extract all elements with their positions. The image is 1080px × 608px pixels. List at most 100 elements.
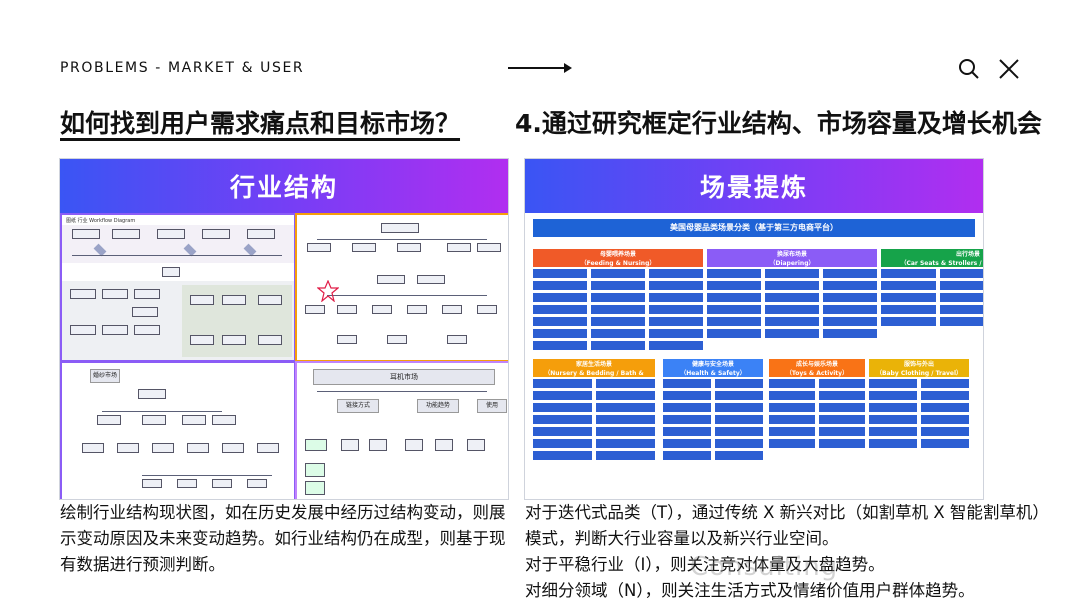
branch-connection: 链接方式 — [337, 399, 379, 413]
scenario-cell — [596, 427, 655, 436]
category-en: （Feeding & Nursing） — [580, 260, 656, 267]
scenario-map: 美国母婴品类场景分类（基于第三方电商平台） 母婴喂养场景（Feeding & N… — [525, 213, 983, 499]
scenario-cell — [819, 379, 865, 388]
scenario-cell — [881, 293, 937, 302]
category-health: 健康与安全场景（Health & Safety） — [663, 359, 763, 377]
scenario-cell — [533, 403, 592, 412]
scenario-cell — [921, 403, 969, 412]
scenario-cell — [649, 281, 703, 290]
scenario-cell — [663, 415, 711, 424]
category-toys: 成长与娱乐场景 （Toys & Activity） — [769, 359, 865, 377]
scenario-cell — [707, 281, 761, 290]
scenario-cell — [663, 451, 711, 460]
scenario-cell — [823, 269, 877, 278]
scenario-cell — [769, 379, 815, 388]
scenario-cell — [663, 439, 711, 448]
category-name: 健康与安全场景 — [691, 361, 734, 368]
scenario-cell — [707, 305, 761, 314]
category-feeding: 母婴喂养场景（Feeding & Nursing） — [533, 249, 703, 267]
scenario-cell — [869, 403, 917, 412]
industry-structure-thumbnails: 图纸 行业 Workflow Diagram — [60, 213, 508, 499]
scenario-cell — [869, 415, 917, 424]
scenario-cell — [715, 439, 763, 448]
scenario-cell — [533, 269, 587, 278]
scenario-cell — [819, 391, 865, 400]
scenario-cell — [765, 317, 819, 326]
caption-line: 对于迭代式品类（T），通过传统 X 新兴对比（如割草机 X 智能割草机）模式，判… — [525, 503, 1049, 548]
scenario-cell — [765, 281, 819, 290]
scenario-cell — [596, 439, 655, 448]
scenario-cell — [823, 329, 877, 338]
scenario-cell — [533, 379, 592, 388]
scenario-cell — [881, 317, 937, 326]
scenario-cell — [596, 451, 655, 460]
scenario-cell — [765, 269, 819, 278]
scenario-cell — [533, 317, 587, 326]
scenario-cell — [707, 269, 761, 278]
scenario-cell — [649, 317, 703, 326]
headline-question: 如何找到用户需求痛点和目标市场？ — [60, 109, 461, 138]
scenario-cell — [591, 329, 645, 338]
scenario-cell — [869, 427, 917, 436]
category-name: 出行场景 — [955, 251, 980, 258]
scenario-cell — [921, 391, 969, 400]
caption-scenario: 对于迭代式品类（T），通过传统 X 新兴对比（如割草机 X 智能割草机）模式，判… — [525, 500, 1055, 604]
scenario-cell — [591, 269, 645, 278]
scenario-cell — [707, 329, 761, 338]
scenario-cell — [823, 293, 877, 302]
highlight-star-icon — [317, 280, 339, 302]
scenario-cell — [881, 305, 937, 314]
scenario-cell — [533, 341, 587, 350]
thumbnail-title: 图纸 行业 Workflow Diagram — [66, 218, 136, 224]
scenario-cell — [663, 427, 711, 436]
category-clothing: 服饰与外出（Baby Clothing / Travel） — [869, 359, 969, 377]
scenario-cell — [533, 427, 592, 436]
scenario-cell — [940, 281, 983, 290]
scenario-cell — [596, 379, 655, 388]
card-title: 场景提炼 — [525, 159, 983, 213]
scenario-cell — [715, 427, 763, 436]
scenario-cell — [921, 379, 969, 388]
scenario-cell — [707, 317, 761, 326]
scenario-cell — [940, 269, 983, 278]
scenario-cell — [649, 269, 703, 278]
scenario-cell — [869, 439, 917, 448]
scenario-cell — [663, 391, 711, 400]
category-name: 成长与娱乐场景 — [795, 361, 838, 368]
scenario-cell — [533, 329, 587, 338]
scenario-cell — [533, 305, 587, 314]
watermark: Consulting — [690, 552, 839, 582]
branch-features: 功能趋势 — [417, 399, 459, 413]
scenario-cell — [533, 293, 587, 302]
scenario-cell — [769, 427, 815, 436]
scenario-cell — [769, 439, 815, 448]
scenario-cell — [921, 439, 969, 448]
industry-tree-thumbnail — [295, 213, 508, 362]
scenario-cell — [649, 293, 703, 302]
market-tree-thumbnail: 婚纱市场 — [60, 361, 296, 499]
scenario-cell — [819, 427, 865, 436]
category-travel-gear: 出行场景（Car Seats & Strollers / Travel & Ge… — [881, 249, 983, 267]
scenario-cell — [765, 329, 819, 338]
scenario-cell — [869, 391, 917, 400]
root-node: 婚纱市场 — [90, 369, 120, 383]
scenario-cell — [819, 403, 865, 412]
caption-industry-structure: 绘制行业结构现状图，如在历史发展中经历过结构变动，则展示变动原因及未来变动趋势。… — [60, 503, 506, 574]
search-button[interactable] — [956, 56, 982, 82]
scenario-cell — [591, 293, 645, 302]
category-name: 服饰与外出 — [903, 361, 934, 368]
scenario-cell — [940, 305, 983, 314]
category-en: （Diapering） — [769, 260, 815, 267]
scenario-cell — [533, 415, 592, 424]
scenario-cell — [591, 305, 645, 314]
industry-structure-card: 行业结构 图纸 行业 Workflow Diagram — [59, 158, 509, 500]
headline-step: 4.通过研究框定行业结构、市场容量及增长机会 — [515, 109, 1042, 138]
close-button[interactable] — [996, 56, 1022, 82]
branch-usage: 使用 — [477, 399, 507, 413]
caption-line: 对细分领域（N），则关注生活方式及情绪价值用户群体趋势。 — [525, 581, 975, 600]
scenario-cell — [921, 427, 969, 436]
scenario-cell — [533, 281, 587, 290]
category-name: 换尿布场景 — [776, 251, 807, 258]
scenario-cell — [596, 415, 655, 424]
category-en: （Toys & Activity） — [785, 370, 849, 377]
